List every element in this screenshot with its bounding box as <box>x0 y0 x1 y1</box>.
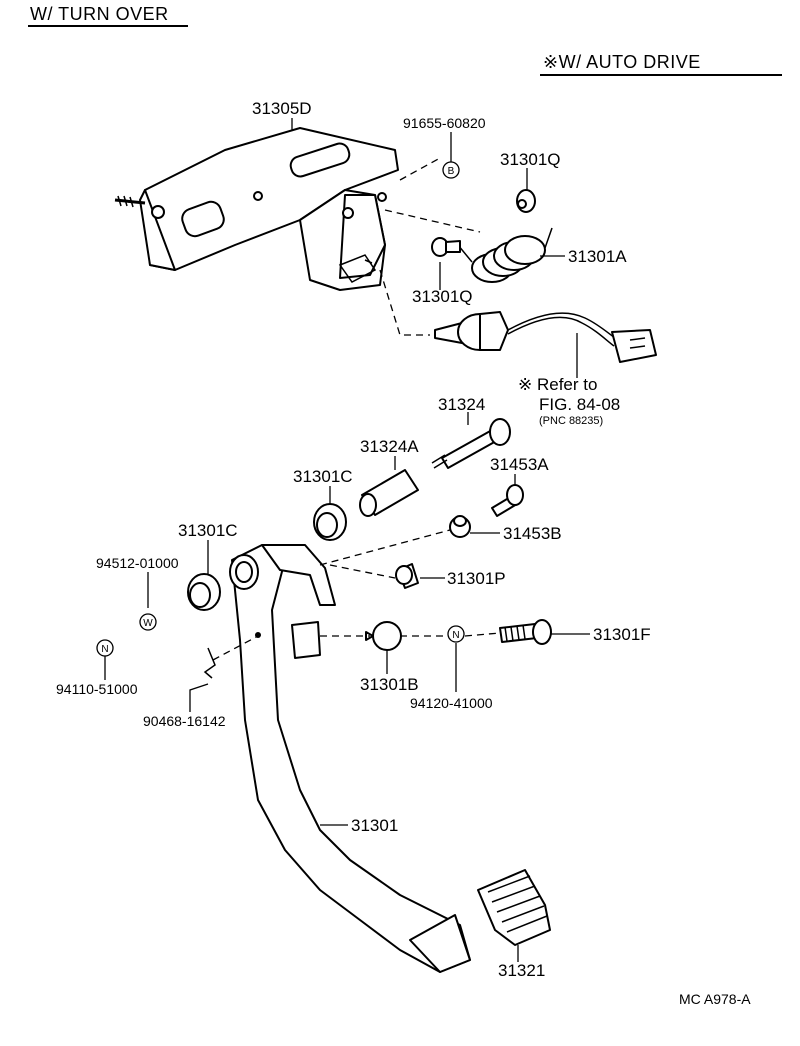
cushion-31453B <box>449 515 471 538</box>
return-spring <box>457 227 553 283</box>
label-31453A: 31453A <box>490 455 549 474</box>
badge-n-mid: N <box>447 625 465 643</box>
label-94512-01000: 94512-01000 <box>96 555 179 571</box>
clip-90468 <box>203 647 216 679</box>
pedal-bracket <box>114 127 399 291</box>
leader-lines <box>104 118 590 962</box>
refer-line-2: FIG. 84-08 <box>539 395 620 414</box>
header-left: W/ TURN OVER <box>28 4 188 27</box>
label-31453B: 31453B <box>503 524 562 543</box>
refer-line-1: ※ Refer to <box>518 375 597 394</box>
auto-drive-switch <box>434 311 657 363</box>
label-31301: 31301 <box>351 816 398 835</box>
label-31301C-lower: 31301C <box>178 521 238 540</box>
refer-line-3: (PNC 88235) <box>539 415 603 427</box>
badge-b: B <box>442 161 460 179</box>
label-91655-60820: 91655-60820 <box>403 115 486 131</box>
label-31301P: 31301P <box>447 569 506 588</box>
label-94120-41000: 94120-41000 <box>410 695 493 711</box>
label-31301Q-bottom: 31301Q <box>412 287 473 306</box>
badge-n-left: N <box>96 639 114 657</box>
bolt-31301F <box>499 619 552 645</box>
label-31301B: 31301B <box>360 675 419 694</box>
label-31301C-upper: 31301C <box>293 467 353 486</box>
spring-clip-top <box>516 189 536 213</box>
header-right-title: ※W/ AUTO DRIVE <box>543 52 701 72</box>
label-31324A: 31324A <box>360 437 419 456</box>
badge-n-mid-letter: N <box>452 630 459 641</box>
bushing-31301C-upper <box>313 503 347 541</box>
label-94110-51000: 94110-51000 <box>56 681 138 697</box>
label-31321: 31321 <box>498 961 545 980</box>
header-left-title: W/ TURN OVER <box>30 4 169 24</box>
bolt-31453A <box>491 484 524 517</box>
assembly-lines <box>212 157 501 661</box>
refer-note: ※ Refer to FIG. 84-08 (PNC 88235) <box>518 375 620 427</box>
label-31324: 31324 <box>438 395 485 414</box>
spring-clip-bottom <box>431 237 461 257</box>
badge-w-letter: W <box>143 618 153 629</box>
diagram-code: MC A978-A <box>679 991 751 1007</box>
collar-31324A <box>359 469 419 517</box>
label-31305D: 31305D <box>252 99 312 118</box>
pin-31324 <box>431 418 511 469</box>
badge-b-letter: B <box>448 166 455 177</box>
label-31301F: 31301F <box>593 625 651 644</box>
bushing-31301C-lower <box>187 573 221 611</box>
clutch-pedal-arm <box>229 544 471 973</box>
bumper-31301B <box>365 621 402 651</box>
label-90468-16142: 90468-16142 <box>143 713 226 729</box>
pedal-pad <box>477 869 551 946</box>
badge-n-left-letter: N <box>101 644 108 655</box>
label-31301A: 31301A <box>568 247 627 266</box>
bushing-31301P <box>395 563 419 589</box>
label-31301Q-top: 31301Q <box>500 150 561 169</box>
header-right: ※W/ AUTO DRIVE <box>540 52 782 76</box>
badge-w: W <box>139 613 157 631</box>
